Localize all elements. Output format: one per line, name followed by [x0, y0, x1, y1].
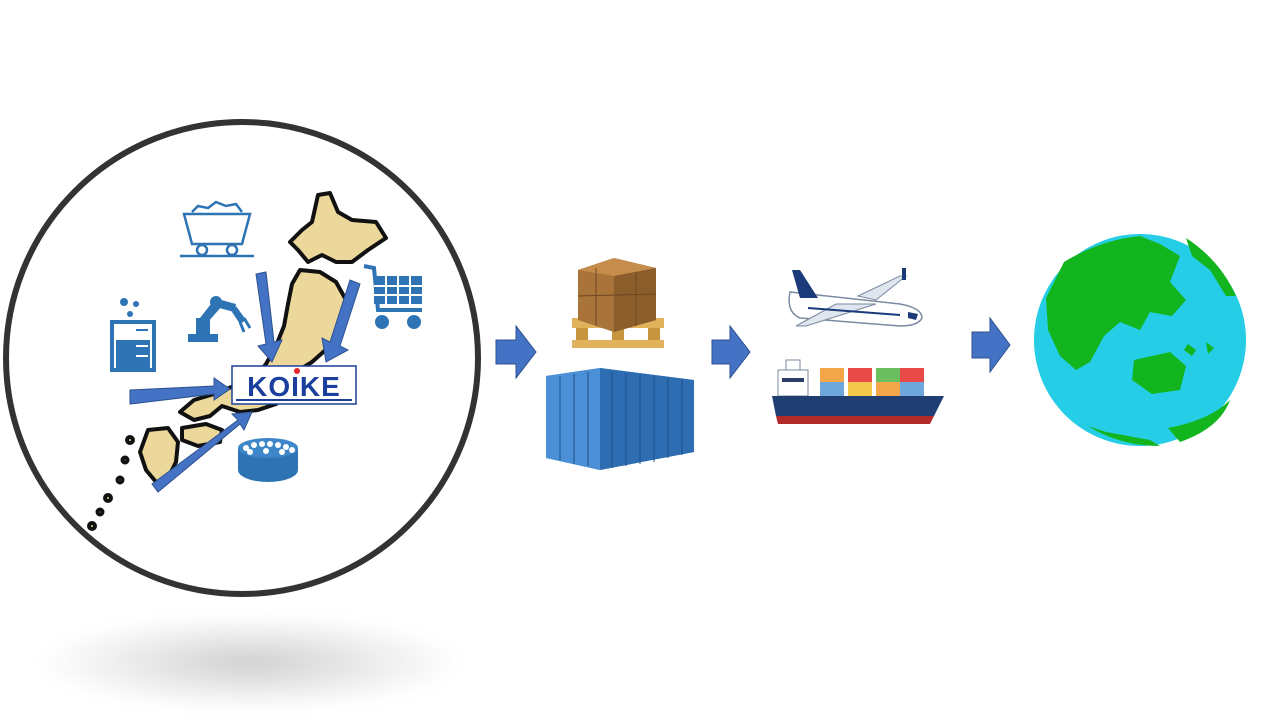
- shipping-container-icon: [546, 368, 694, 470]
- mine-cart-icon: [180, 200, 254, 258]
- robot-arm-icon: [188, 296, 252, 342]
- flow-arrows: [495, 316, 1011, 380]
- logo-accent-dot: [294, 368, 300, 374]
- japan-circle: [3, 119, 481, 597]
- beaker-icon: [110, 298, 156, 372]
- shopping-cart-icon: [363, 264, 422, 329]
- globe-icon: [1034, 234, 1246, 446]
- arrow-from-retail: [321, 279, 361, 363]
- inbound-arrows: [129, 271, 361, 493]
- flow-arrow-3: [971, 316, 1011, 374]
- flow-arrow-2: [711, 324, 751, 380]
- circle-shadow: [40, 615, 460, 710]
- koike-logo: KOIKE: [231, 365, 357, 405]
- logo-text: KOIKE: [247, 371, 341, 402]
- flow-arrow-1: [495, 324, 537, 380]
- cargo-ship-icon: [772, 359, 944, 424]
- arrow-from-food: [151, 411, 253, 493]
- arrow-from-mine: [255, 271, 283, 363]
- caviar-tin-icon: [238, 438, 298, 482]
- pallet-boxes-icon: [572, 258, 664, 348]
- arrow-from-factory: [129, 377, 231, 405]
- airplane-icon: [788, 268, 923, 327]
